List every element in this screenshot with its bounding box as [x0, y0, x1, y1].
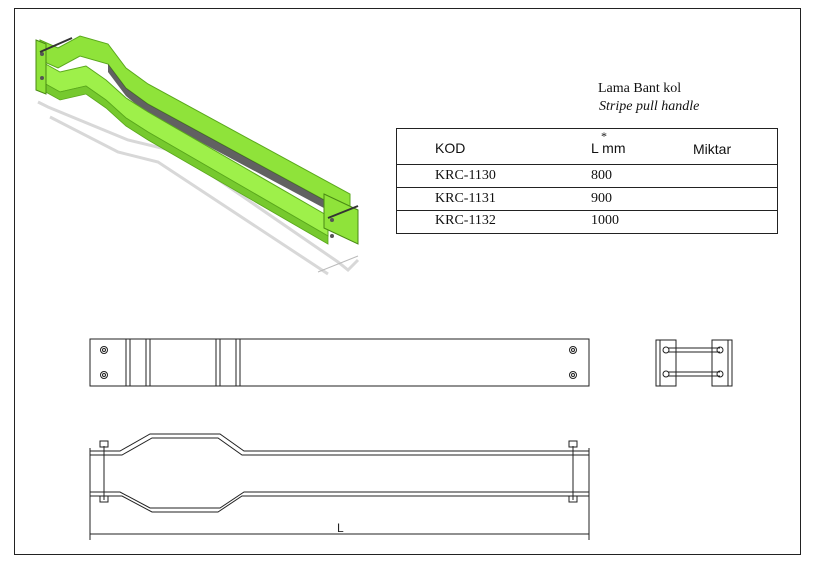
row-length: 900	[591, 191, 612, 206]
top-view	[89, 338, 590, 387]
row-length: 800	[591, 168, 612, 183]
table-row: KRC-1131 900	[397, 188, 777, 211]
end-view	[655, 339, 733, 387]
drawing-frame	[14, 8, 801, 555]
table-row: KRC-1130 800	[397, 165, 777, 188]
isometric-product-view	[35, 35, 360, 276]
rod-line	[327, 205, 359, 219]
header-length-marker: *	[601, 129, 607, 143]
bar-inner-face	[108, 64, 350, 222]
row-length: 1000	[591, 213, 619, 228]
product-subtitle: Stripe pull handle	[599, 99, 700, 114]
end-plate-right	[323, 193, 359, 245]
product-title: Lama Bant kol	[598, 81, 682, 96]
row-code: KRC-1130	[435, 168, 496, 183]
front-view	[89, 433, 590, 540]
spec-table: KOD * L mm Miktar KRC-1130 800 KRC-1131 …	[396, 128, 778, 234]
header-code: KOD	[435, 140, 466, 156]
bolt-icon	[330, 234, 334, 238]
rod-line	[39, 37, 73, 53]
header-quantity: Miktar	[693, 141, 732, 157]
bolt-icon	[40, 52, 44, 56]
row-code: KRC-1131	[435, 191, 496, 206]
bolt-icon	[40, 76, 44, 80]
front-bar-face	[41, 81, 329, 245]
shadow-dimension-line	[317, 255, 359, 273]
table-row: KRC-1132 1000	[397, 211, 777, 234]
dimension-label: L	[337, 521, 344, 535]
row-code: KRC-1132	[435, 213, 496, 228]
table-header-row: KOD * L mm Miktar	[397, 129, 777, 165]
bolt-icon	[330, 218, 334, 222]
header-length: L mm	[591, 140, 626, 156]
